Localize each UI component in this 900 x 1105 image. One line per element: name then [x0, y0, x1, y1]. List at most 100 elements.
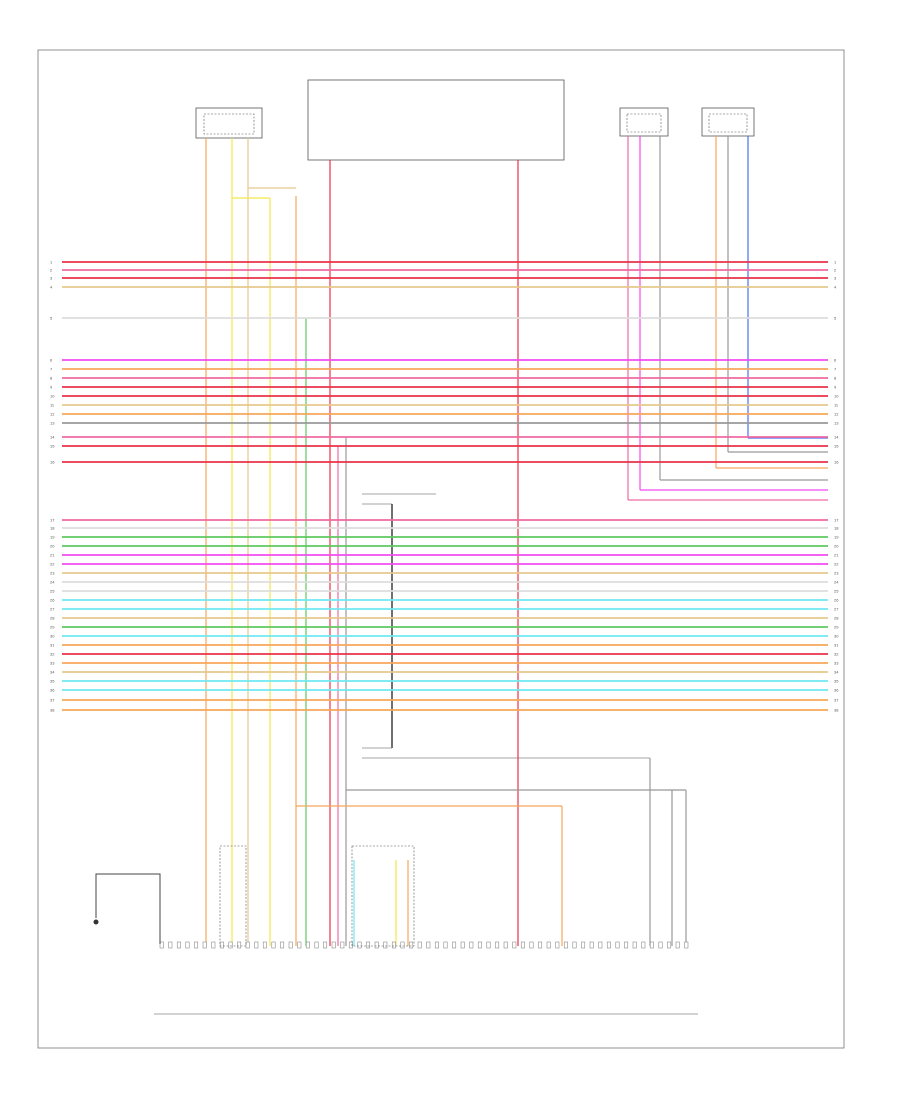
bus-row-id-left: 4 [50, 285, 53, 290]
connector-pin [314, 941, 319, 949]
bus-row-id-left: 33 [50, 661, 55, 666]
bus-row-id-left: 32 [50, 652, 55, 657]
bus-row-id-right: 19 [834, 535, 839, 540]
connector-pin [168, 941, 173, 949]
connector-pin [555, 941, 560, 949]
bus-row-id-right: 11 [834, 403, 839, 408]
bus-row-id-right: 13 [834, 421, 839, 426]
bus-row-id-left: 3 [50, 276, 53, 281]
bus-row-id-right: 3 [834, 276, 837, 281]
connector-pin [305, 941, 310, 949]
component-top-center [307, 79, 565, 161]
bus-row-id-left: 9 [50, 385, 53, 390]
connector-pin [503, 941, 508, 949]
bus-row-id-left: 8 [50, 376, 53, 381]
connector-pin [581, 941, 586, 949]
bus-row-id-left: 26 [50, 598, 55, 603]
bus-row-id-left: 11 [50, 403, 55, 408]
bus-row-id-right: 21 [834, 553, 839, 558]
connector-pin [563, 941, 568, 949]
connector-pin [237, 941, 242, 949]
connector-pin [477, 941, 482, 949]
connector-pin [452, 941, 457, 949]
bus-row-id-right: 16 [834, 460, 839, 465]
bus-row-id-left: 38 [50, 708, 55, 713]
bus-row: 14 14 [50, 435, 839, 440]
connector-pin [176, 941, 181, 949]
connector-pin [495, 941, 500, 949]
connector-pin [340, 941, 345, 949]
bus-row-id-left: 14 [50, 435, 55, 440]
bus-row-id-left: 6 [50, 358, 53, 363]
bus-row-id-left: 27 [50, 607, 55, 612]
connector-pin [434, 941, 439, 949]
connector-pin [262, 941, 267, 949]
bus-row-id-left: 37 [50, 698, 55, 703]
connector-pin [374, 941, 379, 949]
connector-pin [512, 941, 517, 949]
connector-pin [331, 941, 336, 949]
component-bottom-mid-connector [351, 845, 415, 947]
connector-pin [280, 941, 285, 949]
bus-row-id-left: 2 [50, 268, 53, 273]
connector-pin [606, 941, 611, 949]
bus-row-id-right: 14 [834, 435, 839, 440]
connector-pin [194, 941, 199, 949]
connector-pin [417, 941, 422, 949]
connector-pin [288, 941, 293, 949]
connector-pin [245, 941, 250, 949]
connector-pin [598, 941, 603, 949]
connector-pin [297, 941, 302, 949]
bus-row-id-right: 30 [834, 634, 839, 639]
component-top-right-a [619, 107, 669, 137]
component-ground [93, 873, 161, 944]
bus-row-id-right: 36 [834, 688, 839, 693]
bus-row-id-right: 26 [834, 598, 839, 603]
connector-pin [572, 941, 577, 949]
connector-pin [323, 941, 328, 949]
bus-row-id-left: 28 [50, 616, 55, 621]
component-top-left [195, 107, 263, 139]
connector-pin [538, 941, 543, 949]
connector-pin [667, 941, 672, 949]
bus-row-id-right: 2 [834, 268, 837, 273]
bus-row-id-right: 22 [834, 562, 839, 567]
bus-row-id-left: 20 [50, 544, 55, 549]
connector-pin [624, 941, 629, 949]
connector-pin [400, 941, 405, 949]
connector-pin [486, 941, 491, 949]
bus-row-id-right: 18 [834, 526, 839, 531]
bus-row-id-left: 35 [50, 679, 55, 684]
connector-pin [185, 941, 190, 949]
bus-row-id-left: 24 [50, 580, 55, 585]
component-top-right-b [701, 107, 755, 137]
bus-row-id-right: 28 [834, 616, 839, 621]
bus-row-id-left: 34 [50, 670, 55, 675]
connector-pin [357, 941, 362, 949]
bus-row-id-right: 7 [834, 367, 837, 372]
bus-row-id-left: 21 [50, 553, 55, 558]
bus-row-id-left: 13 [50, 421, 55, 426]
connector-pin [520, 941, 525, 949]
connector-pin [366, 941, 371, 949]
bus-row: 13 13 [50, 421, 839, 426]
bus-row-id-left: 36 [50, 688, 55, 693]
connector-pin [219, 941, 224, 949]
bus-row: 36 36 [50, 688, 839, 693]
